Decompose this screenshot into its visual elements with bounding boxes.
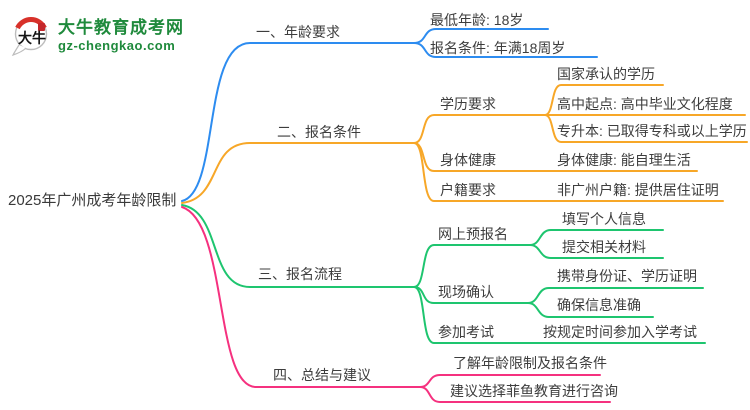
mindmap-root-node[interactable]: 2025年广州成考年龄限制 [8, 192, 177, 209]
branch-registration-conditions[interactable]: 二、报名条件 [277, 124, 361, 140]
node-college-upgrade[interactable]: 专升本: 已取得专科或以上学历 [557, 123, 747, 139]
node-take-exam[interactable]: 参加考试 [438, 324, 494, 340]
node-highschool-start[interactable]: 高中起点: 高中毕业文化程度 [557, 96, 733, 112]
site-domain: gz-chengkao.com [58, 37, 176, 53]
node-ensure-accuracy[interactable]: 确保信息准确 [557, 297, 641, 313]
node-household-requirement[interactable]: 户籍要求 [440, 182, 496, 198]
daniu-bull-logo-icon: 大牛 [11, 17, 48, 57]
node-know-age-limits[interactable]: 了解年龄限制及报名条件 [453, 355, 607, 371]
node-online-preregistration[interactable]: 网上预报名 [438, 226, 508, 242]
node-exam-schedule[interactable]: 按规定时间参加入学考试 [543, 324, 697, 340]
branch-age-requirement[interactable]: 一、年龄要求 [256, 24, 340, 40]
node-bring-id-certificates[interactable]: 携带身份证、学历证明 [557, 268, 697, 284]
node-submit-materials[interactable]: 提交相关材料 [562, 239, 646, 255]
branch-summary-advice[interactable]: 四、总结与建议 [273, 367, 371, 383]
branch-registration-process[interactable]: 三、报名流程 [258, 266, 342, 282]
node-household-detail[interactable]: 非广州户籍: 提供居住证明 [557, 182, 719, 198]
node-education-requirement[interactable]: 学历要求 [440, 96, 496, 112]
node-consult-advice[interactable]: 建议选择菲鱼教育进行咨询 [450, 383, 618, 399]
node-fill-personal-info[interactable]: 填写个人信息 [562, 211, 646, 227]
site-logo[interactable]: 大牛 大牛教育成考网 gz-chengkao.com [10, 12, 184, 58]
node-health[interactable]: 身体健康 [440, 152, 496, 168]
node-age-condition[interactable]: 报名条件: 年满18周岁 [430, 40, 566, 56]
node-onsite-confirmation[interactable]: 现场确认 [438, 284, 494, 300]
node-state-recognized-education[interactable]: 国家承认的学历 [557, 66, 655, 82]
node-health-detail[interactable]: 身体健康: 能自理生活 [557, 152, 691, 168]
svg-text:大牛: 大牛 [18, 30, 46, 46]
node-minimum-age[interactable]: 最低年龄: 18岁 [430, 12, 524, 28]
site-title: 大牛教育成考网 [58, 17, 184, 37]
